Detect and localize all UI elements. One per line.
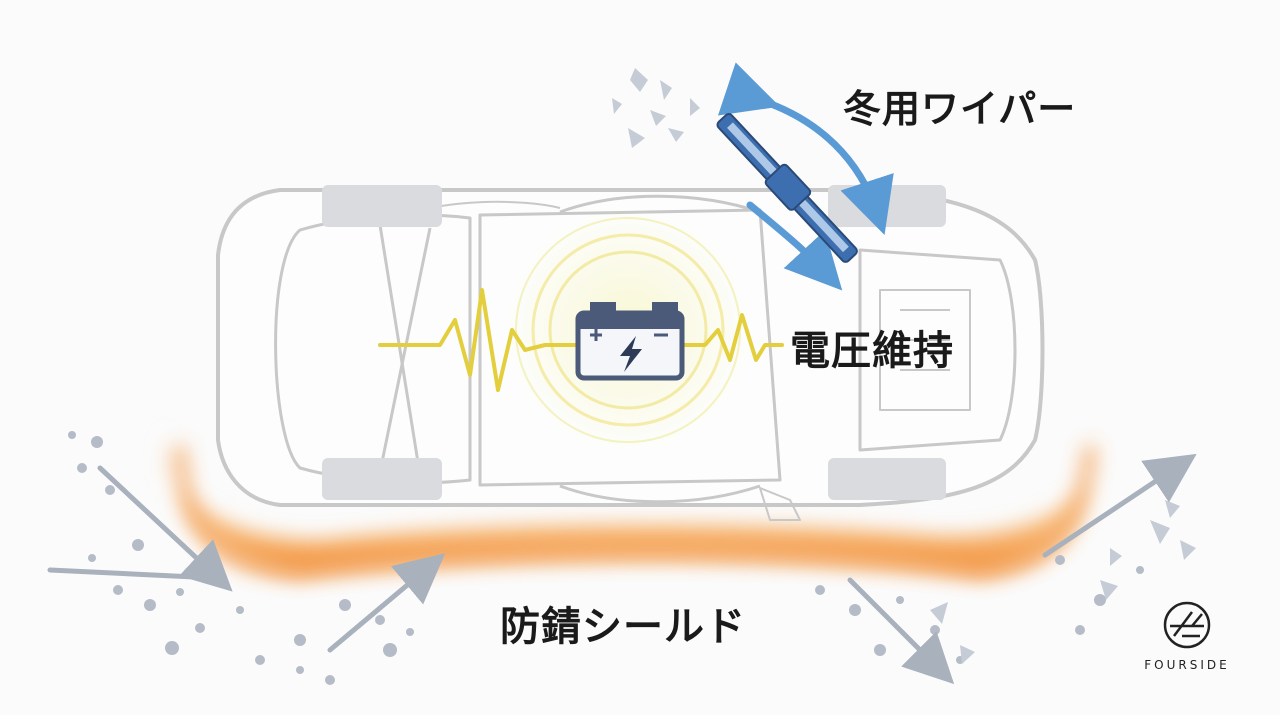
rust-shield-label: 防錆シールド: [500, 604, 746, 650]
debris-particles-icon: [68, 431, 1144, 685]
battery-icon: [575, 302, 685, 381]
wiper-blade-icon: [716, 112, 858, 263]
pulse-wave-icon: [378, 288, 784, 392]
brand-name: FOURSIDE: [1144, 658, 1230, 672]
wiper-motion-arrows: [717, 62, 894, 291]
winter-wiper-label: 冬用ワイパー: [843, 87, 1077, 131]
impact-arrows: [47, 453, 1197, 685]
fourside-logo-icon: [1163, 601, 1211, 649]
brand-logo: FOURSIDE: [1128, 600, 1246, 672]
ice-debris-particles: [612, 68, 700, 148]
debris-shards: [930, 500, 1196, 664]
voltage-maintenance-label: 電圧維持: [790, 328, 954, 374]
